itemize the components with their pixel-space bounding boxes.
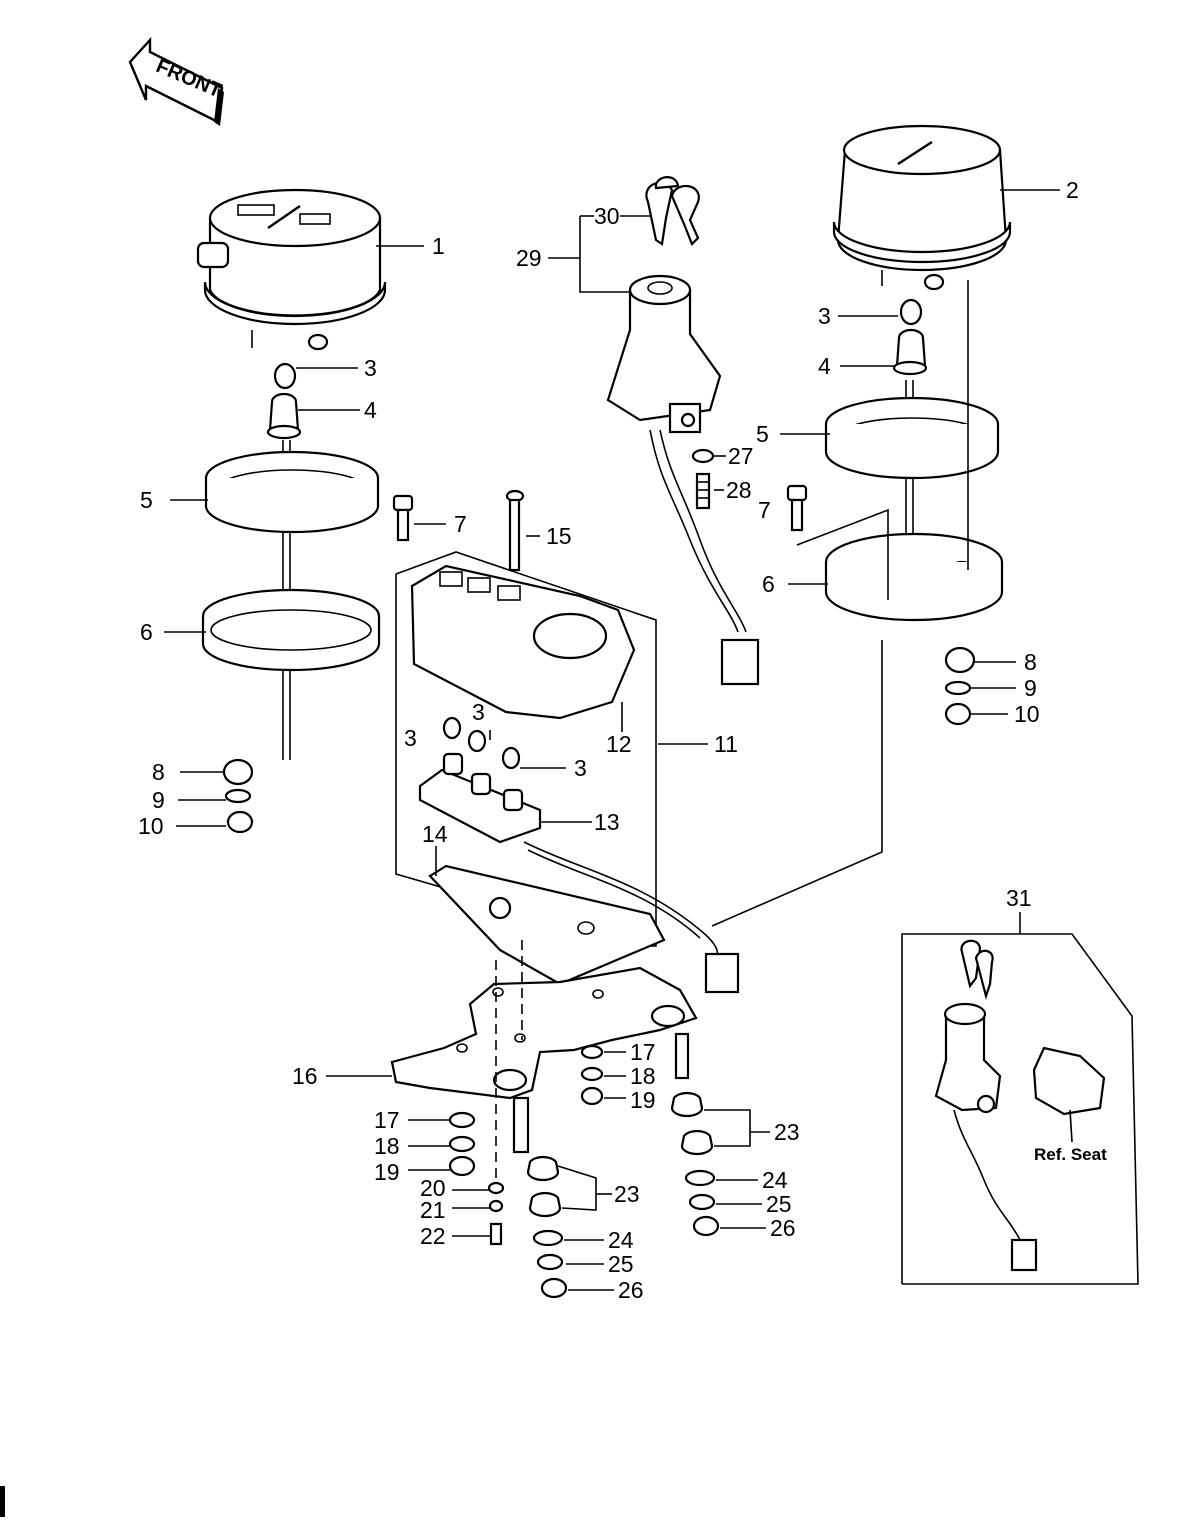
callout-23-right: 23 [774, 1119, 800, 1145]
callout-7-right: 7 [758, 497, 771, 523]
callout-17-lower: 17 [374, 1107, 400, 1133]
right-bolt-leader [796, 508, 889, 600]
callout-19-lower: 19 [374, 1159, 400, 1185]
callout-19-upper: 19 [630, 1087, 656, 1113]
callout-2: 2 [1066, 177, 1079, 203]
callout-26-center: 26 [618, 1277, 644, 1303]
callout-24-right: 24 [762, 1167, 788, 1193]
callout-9-left: 9 [152, 787, 165, 813]
callout-16: 16 [292, 1063, 318, 1089]
screw-part [505, 489, 525, 572]
right-grommet-set [944, 646, 976, 726]
left-grommet-set [222, 758, 254, 834]
ignition-keys [645, 176, 700, 246]
washer-set-upper [580, 1044, 604, 1106]
callout-5-right: 5 [756, 421, 769, 447]
callout-6-right: 6 [762, 571, 775, 597]
callout-18-upper: 18 [630, 1063, 656, 1089]
front-arrow-icon: FRONT [128, 36, 225, 126]
callout-12: 12 [606, 731, 632, 757]
right-wire-leader [711, 640, 883, 927]
bulb-small-2 [467, 729, 487, 753]
callout-9-right: 9 [1024, 675, 1037, 701]
callout-3-housing-a: 3 [404, 725, 417, 751]
right-bezel-ring [824, 396, 1000, 480]
callout-18-lower: 18 [374, 1133, 400, 1159]
callout-5-left: 5 [140, 487, 153, 513]
speedometer-part [196, 188, 387, 351]
callout-28: 28 [726, 477, 752, 503]
bulb-small-1 [442, 716, 462, 740]
callout-26-right: 26 [770, 1215, 796, 1241]
callout-27: 27 [728, 443, 754, 469]
left-bulb-socket [266, 362, 302, 760]
bolt-left [392, 494, 414, 542]
indicator-housing [395, 551, 657, 947]
callout-17-upper: 17 [630, 1039, 656, 1065]
callout-20: 20 [420, 1175, 446, 1201]
bulb-small-3 [501, 746, 521, 770]
callout-10-left: 10 [138, 813, 164, 839]
callout-31: 31 [1006, 885, 1032, 911]
grommet-stack-right [670, 1091, 720, 1237]
ref-seat-label: Ref. Seat [1034, 1145, 1107, 1164]
inset-kit-box: Ref. Seat [901, 912, 1139, 1285]
washer-set-lower [448, 1111, 476, 1177]
callout-13: 13 [594, 809, 620, 835]
socket-block [418, 752, 740, 994]
callout-3-housing-b: 3 [472, 699, 485, 725]
callout-30: 30 [594, 203, 620, 229]
callout-24-center: 24 [608, 1227, 634, 1253]
ignition-switch-part [606, 274, 760, 686]
callout-10-right: 10 [1014, 701, 1040, 727]
callout-1: 1 [432, 233, 445, 259]
edge-mark [0, 1486, 5, 1517]
callout-labels: 1 2 3 3 3 3 3 4 4 5 5 6 6 7 7 8 8 9 9 10… [138, 177, 1079, 1303]
callout-29: 29 [516, 245, 542, 271]
callout-6-left: 6 [140, 619, 153, 645]
callout-25-center: 25 [608, 1251, 634, 1277]
left-case-bottom [201, 588, 381, 672]
leader-lines [164, 189, 1060, 1291]
callout-25-right: 25 [766, 1191, 792, 1217]
right-case-bottom [824, 532, 1004, 622]
callout-15: 15 [546, 523, 572, 549]
callout-7-left: 7 [454, 511, 467, 537]
callout-4-left: 4 [364, 397, 377, 423]
callout-22: 22 [420, 1223, 446, 1249]
callout-3-right: 3 [818, 303, 831, 329]
tray-part [428, 864, 666, 986]
tachometer-part [832, 124, 1012, 291]
grommet-stack-center [526, 1155, 568, 1299]
callout-14: 14 [422, 821, 448, 847]
callout-4-right: 4 [818, 353, 831, 379]
ignition-washer-bolt [691, 448, 715, 510]
callout-8-right: 8 [1024, 649, 1037, 675]
callout-3-housing-c: 3 [574, 755, 587, 781]
small-screw-set [487, 1181, 505, 1246]
callout-11: 11 [714, 731, 738, 757]
callout-21: 21 [420, 1197, 446, 1223]
callout-23-center: 23 [614, 1181, 640, 1207]
bolt-right [786, 484, 808, 532]
left-bezel-ring [204, 450, 380, 534]
callout-3-left: 3 [364, 355, 377, 381]
callout-8-left: 8 [152, 759, 165, 785]
